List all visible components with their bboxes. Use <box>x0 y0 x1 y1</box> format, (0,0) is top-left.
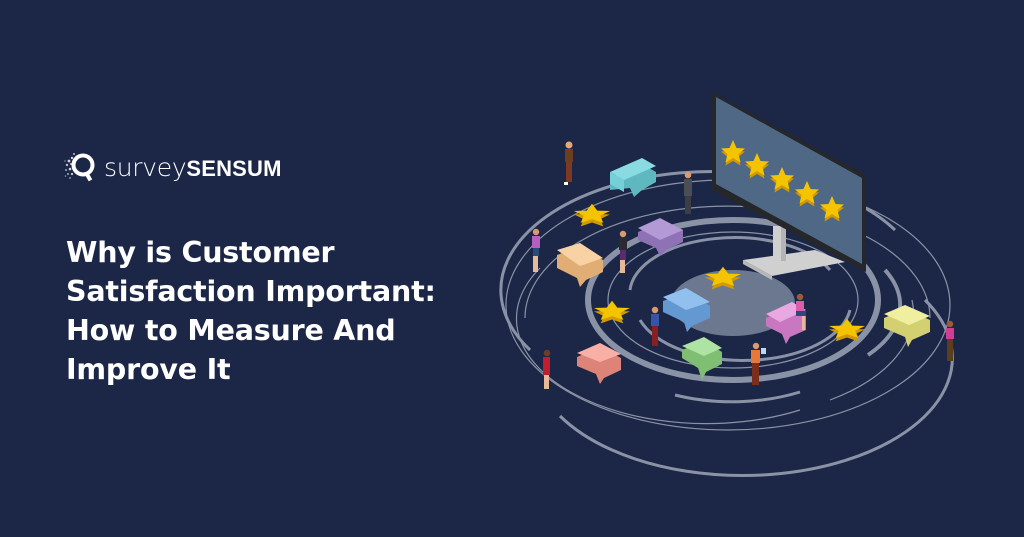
person-purple-top <box>532 228 540 272</box>
q-magnifier-dots-icon <box>64 153 95 182</box>
bubble-cyan <box>610 158 656 197</box>
person-sitting-laptop <box>796 293 806 330</box>
title-line-4: Improve It <box>66 353 231 386</box>
rating-monitor <box>712 92 866 280</box>
person-blue-sweater <box>651 306 659 346</box>
person-pink-top <box>946 320 954 361</box>
bubble-peach <box>557 243 603 287</box>
person-suit <box>684 171 692 214</box>
title-line-3: How to Measure And <box>66 314 396 347</box>
speech-bubbles <box>557 158 930 384</box>
brand-logo: surveySENSUM <box>64 150 282 184</box>
bubble-purple <box>638 218 683 256</box>
title-line-2: Satisfaction Important: <box>66 275 436 308</box>
person-tablet <box>751 342 766 385</box>
page-title: Why is Customer Satisfaction Important: … <box>66 233 486 389</box>
person-dark-dress <box>619 230 627 273</box>
bubble-green <box>682 337 722 380</box>
brand-name: surveySENSUM <box>104 155 282 180</box>
bubble-blue <box>663 288 710 332</box>
brand-name-bold: SENSUM <box>186 155 282 181</box>
people <box>532 141 954 389</box>
title-line-1: Why is Customer <box>66 236 335 269</box>
bubble-yellow <box>884 305 930 347</box>
bubble-salmon <box>577 343 621 384</box>
brand-name-light: survey <box>104 152 187 182</box>
person-vest <box>564 141 573 185</box>
person-red-dress <box>543 349 551 389</box>
